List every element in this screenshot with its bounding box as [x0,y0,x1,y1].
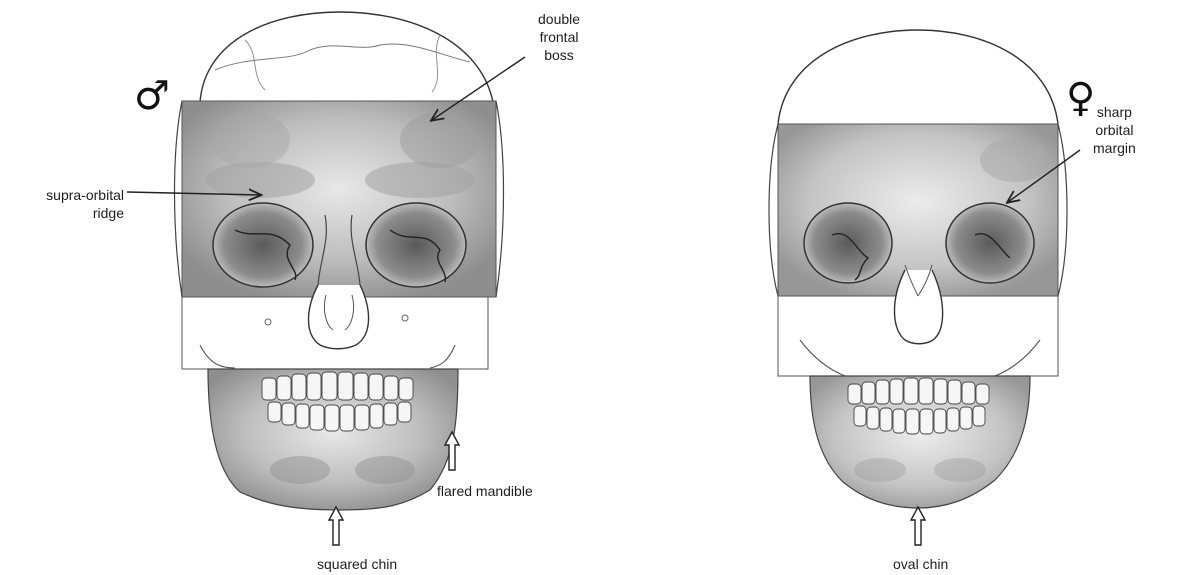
arrow-squared-chin [329,507,343,545]
label-line: margin [1093,139,1136,157]
male-left-orbit [213,203,313,287]
female-cranium-outline [778,30,1058,124]
label-line: supra-orbital [14,186,124,204]
label-line: boss [538,46,580,64]
female-nasal-aperture [894,270,942,344]
label-line: double [538,10,580,28]
label-line: sharp [1093,103,1136,121]
male-cranium-outline [200,12,493,102]
label-line: orbital [1093,121,1136,139]
label-sharp-orbital-margin: sharp orbital margin [1093,103,1136,157]
female-left-orbit [804,203,892,283]
arrow-oval-chin [911,507,925,545]
male-nasal-aperture [308,285,368,349]
female-right-orbit [946,203,1034,283]
female-skull [769,30,1067,508]
label-squared-chin: squared chin [317,555,397,573]
label-double-frontal-boss: double frontal boss [538,10,580,64]
male-right-orbit [366,203,466,287]
label-line: ridge [14,204,124,222]
label-flared-mandible: flared mandible [437,482,533,500]
label-supra-orbital-ridge: supra-orbital ridge [14,186,124,222]
male-symbol-icon: ♂ [134,76,170,116]
label-oval-chin: oval chin [893,555,948,573]
label-line: frontal [538,28,580,46]
female-symbol-icon: ♀ [1066,78,1095,118]
